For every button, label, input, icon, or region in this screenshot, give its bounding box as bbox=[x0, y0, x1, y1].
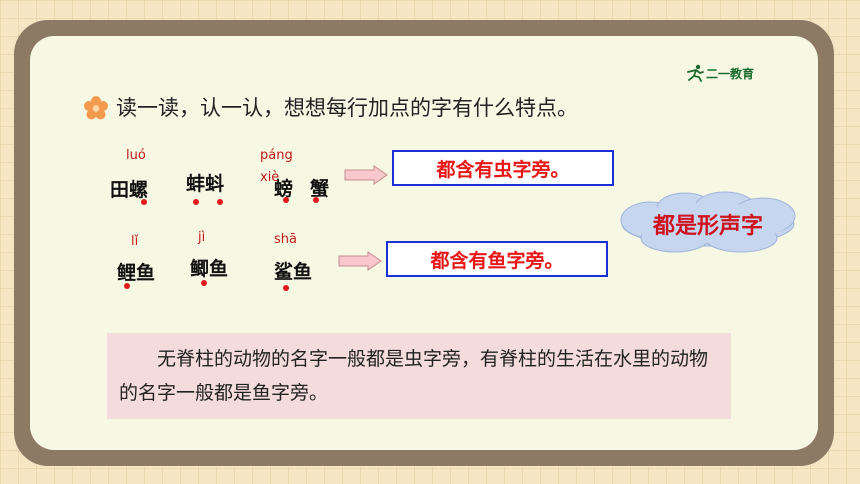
arrow-right-icon bbox=[344, 165, 388, 185]
arrow-right-icon bbox=[338, 251, 382, 271]
brand-logo: 二一教育 bbox=[684, 64, 784, 82]
summary-text: 无脊柱的动物的名字一般都是虫字旁，有脊柱的生活在水里的动物的名字一般都是鱼字旁。 bbox=[119, 348, 709, 404]
pinyin-luo: luó bbox=[126, 148, 146, 163]
word-jiyu: 鲫鱼 bbox=[190, 258, 229, 280]
word-xie: 蟹 bbox=[310, 178, 330, 200]
pinyin-ji: jì bbox=[198, 230, 206, 245]
word-pang: 螃 bbox=[274, 178, 294, 200]
emphasis-dot bbox=[217, 199, 223, 205]
emphasis-dot bbox=[193, 199, 199, 205]
pinyin-sha: shā bbox=[274, 232, 297, 247]
answer-box-insect: 都含有虫字旁。 bbox=[392, 150, 614, 186]
instruction-text: 读一读，认一认，想想每行加点的字有什么特点。 bbox=[116, 96, 578, 120]
pinyin-xie: xiè bbox=[260, 170, 280, 185]
summary-box: 无脊柱的动物的名字一般都是虫字旁，有脊柱的生活在水里的动物的名字一般都是鱼字旁。 bbox=[107, 333, 731, 419]
word-kedou: 蚌蚪 bbox=[186, 173, 225, 195]
flower-icon bbox=[84, 96, 108, 120]
emphasis-dot bbox=[283, 197, 289, 203]
pinyin-pang: páng bbox=[260, 148, 293, 163]
emphasis-dot bbox=[124, 283, 130, 289]
logo-text: 二一教育 bbox=[706, 67, 755, 81]
word-shayu: 鲨鱼 bbox=[274, 261, 313, 283]
emphasis-dot bbox=[283, 285, 289, 291]
emphasis-dot bbox=[141, 199, 147, 205]
runner-icon bbox=[687, 64, 704, 82]
answer-box-fish: 都含有鱼字旁。 bbox=[386, 241, 608, 277]
emphasis-dot bbox=[313, 197, 319, 203]
slide-board: 二一教育 读一读，认一认，想想每行加点的字有什么特点。 luó 田螺 蚌蚪 pá… bbox=[30, 36, 818, 450]
emphasis-dot bbox=[201, 280, 207, 286]
cloud-callout: 都是形声字 bbox=[613, 190, 803, 254]
word-liyu: 鲤鱼 bbox=[117, 262, 156, 284]
word-tianluo: 田螺 bbox=[110, 179, 149, 201]
pinyin-li: lǐ bbox=[131, 234, 139, 249]
cloud-text: 都是形声字 bbox=[652, 214, 763, 239]
cloud-shape bbox=[620, 191, 796, 253]
